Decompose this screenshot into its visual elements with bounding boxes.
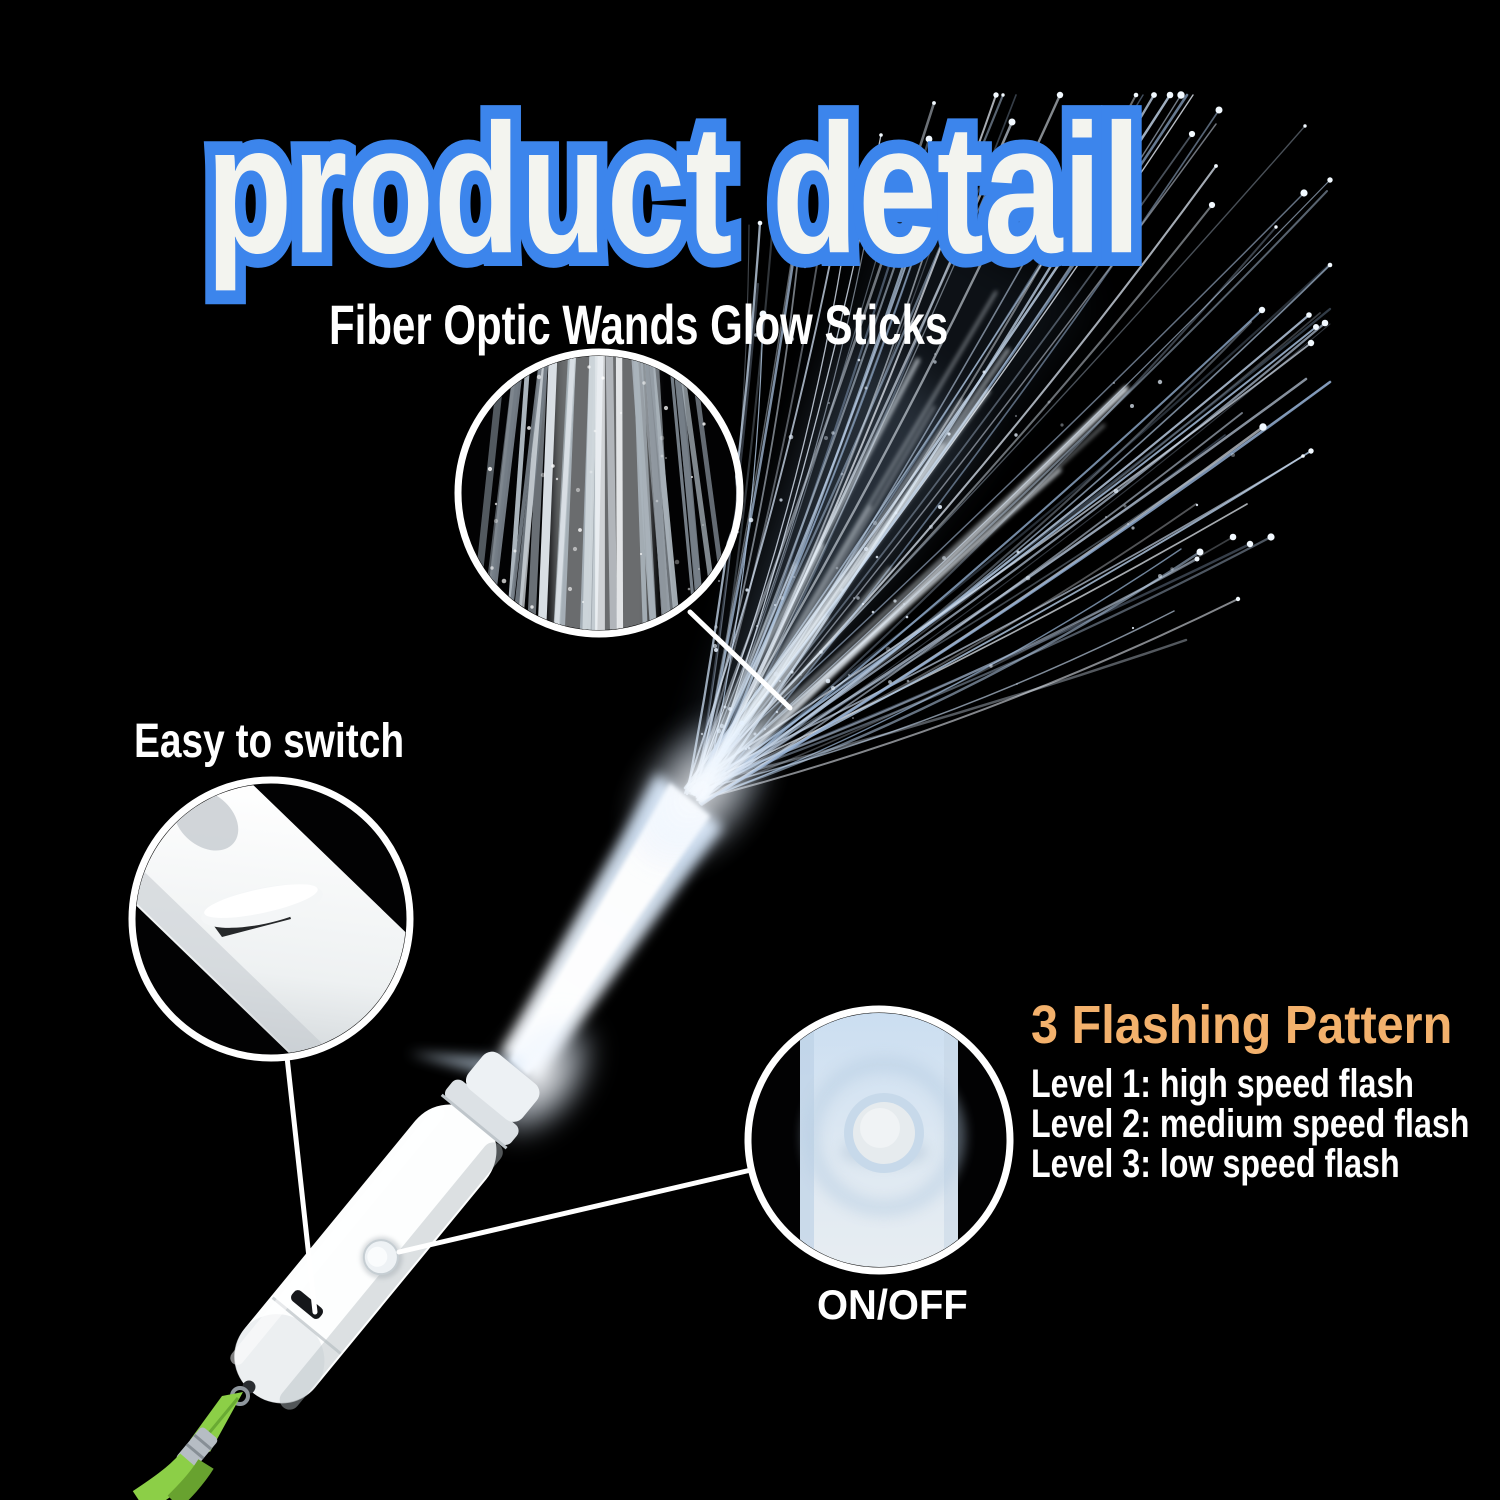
- power-callout-label: ON/OFF: [817, 1281, 968, 1328]
- switch-tab: [201, 884, 323, 928]
- connector-line-switch: [284, 1054, 318, 1315]
- product-subtitle: Fiber Optic Wands Glow Sticks: [329, 293, 949, 356]
- flashing-pattern-heading: 3 Flashing Pattern: [1031, 995, 1453, 1055]
- page-title-outline: product detail: [195, 83, 1151, 295]
- callout-circle-power: [744, 1005, 1014, 1275]
- callout-circle-fibers: [454, 348, 744, 638]
- lanyard: [132, 1380, 256, 1500]
- flashing-pattern-levels: Level 1: high speed flash Level 2: mediu…: [1031, 1064, 1469, 1184]
- page-title-text: product detail: [206, 85, 1142, 292]
- page-title: product detail product detail: [195, 83, 1178, 350]
- switch-callout-label: Easy to switch: [134, 715, 405, 768]
- callout-circle-switch: [128, 776, 414, 1062]
- flashing-level-2: Level 2: medium speed flash: [1031, 1102, 1470, 1146]
- flashing-level-3: Level 3: low speed flash: [1031, 1142, 1400, 1186]
- connector-line-power: [396, 1167, 754, 1255]
- connector-line-fibers: [687, 609, 793, 711]
- onoff-button: [844, 1093, 924, 1173]
- flashing-level-1: Level 1: high speed flash: [1031, 1062, 1414, 1106]
- wand-handle: [230, 1051, 540, 1410]
